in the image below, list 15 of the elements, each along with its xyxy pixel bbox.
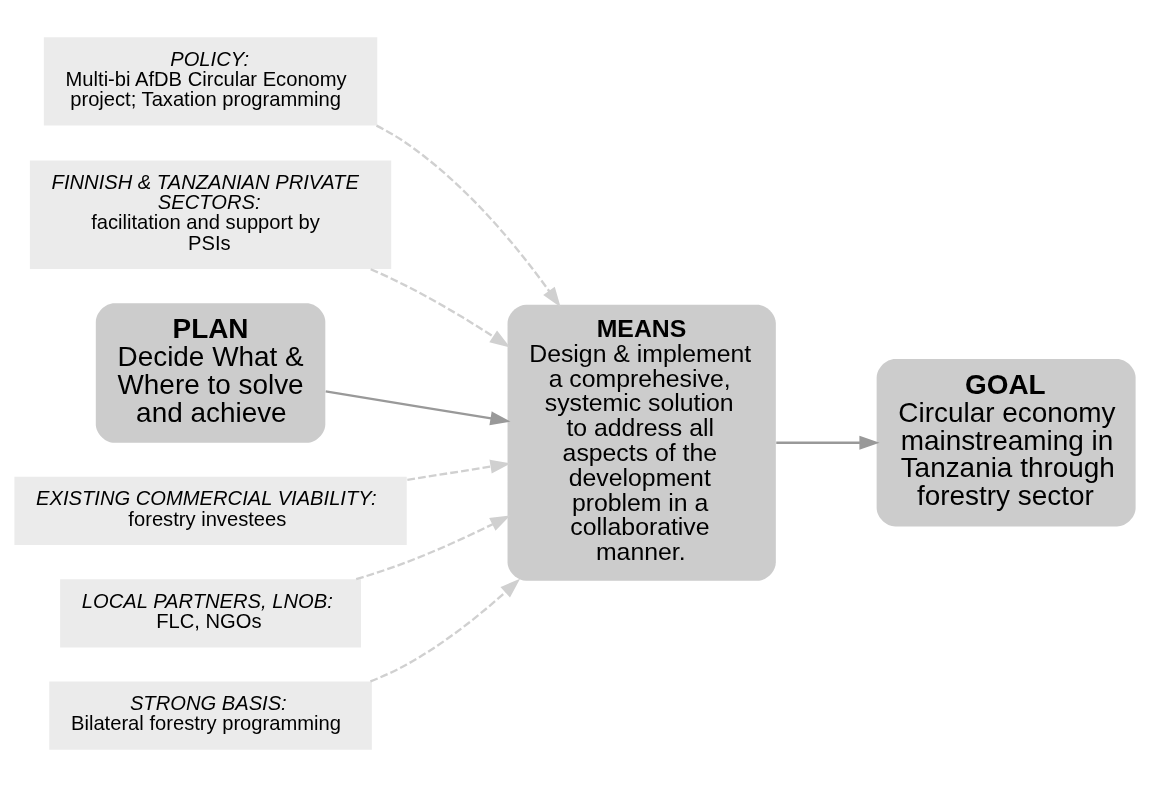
node-box: GOAL Circular economy mainstreaming in Tanzania through forestry sector — [876, 358, 1136, 526]
node-box: STRONG BASIS: Bilateral forestry programming — [49, 681, 372, 750]
arrow — [776, 435, 880, 450]
node-box: MEANS Design & implement a comprehesive, systemic solution to address all aspects of the development problem in a collaborative manner. — [507, 304, 776, 581]
node-box: POLICY: Multi-bi AfDB Circular Economy project; Taxation programming — [43, 36, 378, 126]
arrow — [370, 578, 521, 682]
arrow — [355, 514, 511, 580]
node-box: PLAN Decide What & Where to solve and achieve — [95, 302, 326, 443]
arrow — [370, 267, 511, 347]
arrow — [325, 389, 511, 425]
node-box: FINNISH & TANZANIAN PRIVATE SECTORS: facilitation and support by PSIs — [29, 160, 392, 269]
node-box: EXISTING COMMERCIAL VIABILITY: forestry investees — [14, 476, 407, 545]
node-box: LOCAL PARTNERS, LNOB: FLC, NGOs — [60, 578, 361, 647]
arrow — [407, 459, 511, 481]
arrow — [375, 124, 561, 307]
